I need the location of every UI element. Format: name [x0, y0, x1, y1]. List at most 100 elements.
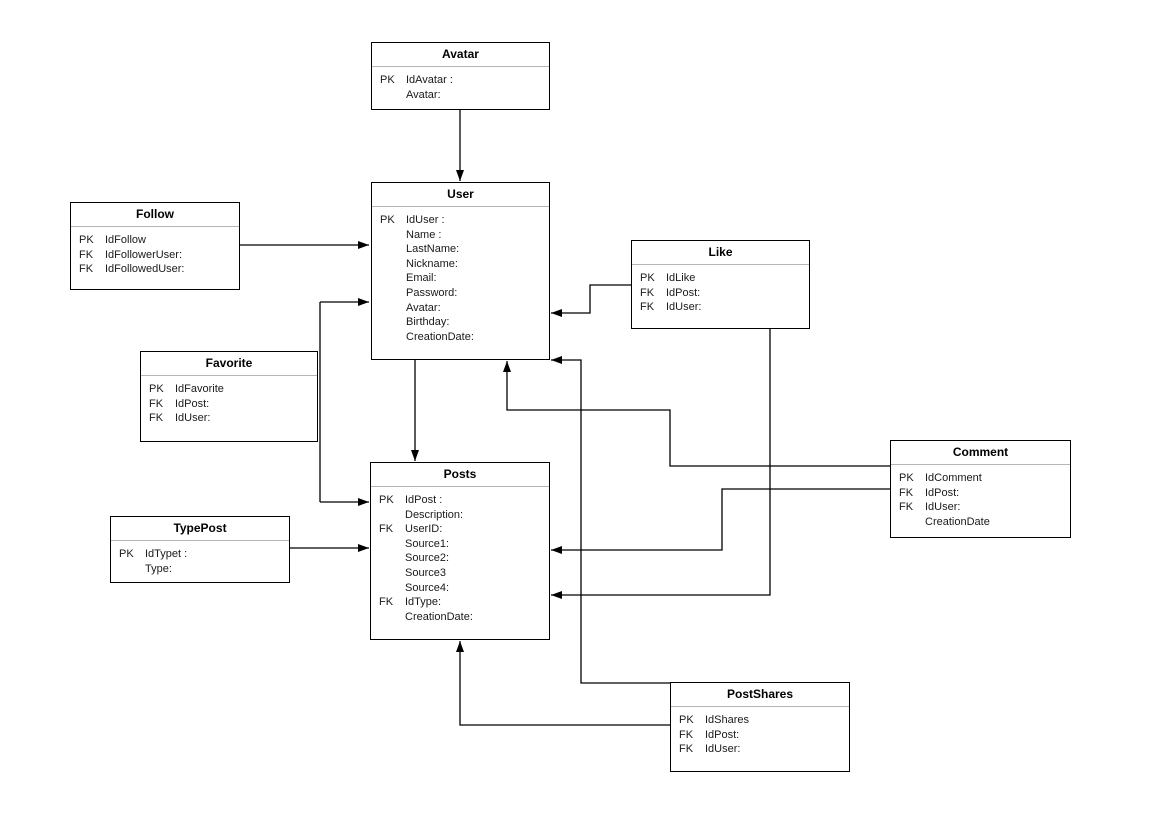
attribute-name: IdPost:	[705, 728, 740, 741]
attribute-row: CreationDate	[891, 515, 1070, 530]
attribute-key: PK	[679, 714, 694, 726]
connector-postshares-posts[interactable]	[456, 641, 670, 726]
attribute-name: IdPost:	[175, 397, 210, 410]
attribute-name: IdAvatar :	[406, 74, 453, 86]
connector-like-posts[interactable]	[551, 329, 771, 599]
connector-comment-user[interactable]	[503, 361, 890, 467]
attribute-row: Avatar:	[372, 301, 549, 316]
attribute-key	[371, 551, 405, 566]
attribute-key: FK	[640, 301, 655, 314]
attribute-key: PK	[149, 383, 164, 395]
attribute-key	[372, 242, 406, 257]
attribute-key	[371, 566, 405, 581]
attribute-row: Birthday:	[372, 315, 549, 330]
entity-like-title: Like	[632, 241, 809, 265]
attribute-row: FK UserID:	[371, 522, 549, 537]
attribute-key	[372, 330, 406, 345]
attribute-name: IdComment	[925, 472, 982, 484]
attribute-row: FK IdPost:	[632, 286, 809, 301]
attribute-row: Avatar:	[372, 88, 549, 103]
attribute-row: CreationDate:	[372, 330, 549, 345]
attribute-name: IdFollowerUser:	[105, 248, 183, 261]
attribute-key: FK	[149, 397, 164, 410]
entity-user-title: User	[372, 183, 549, 207]
attribute-row: FK IdPost:	[141, 397, 317, 412]
attribute-row: Nickname:	[372, 257, 549, 272]
entity-typepost-title: TypePost	[111, 517, 289, 541]
connector-postshares-user[interactable]	[551, 356, 670, 684]
attribute-key: FK	[379, 523, 394, 536]
attribute-row: FK IdPost:	[671, 728, 849, 743]
entity-posts-title: Posts	[371, 463, 549, 487]
attribute-key: FK	[640, 286, 655, 299]
attribute-row: FK IdType:	[371, 595, 549, 610]
attribute-name: Name :	[406, 228, 442, 241]
attribute-key: FK	[79, 248, 94, 261]
attribute-key: FK	[899, 486, 914, 499]
attribute-name: Source1:	[405, 537, 450, 550]
attribute-key	[372, 315, 406, 330]
attribute-key: PK	[79, 234, 94, 246]
attribute-key	[371, 508, 405, 523]
attribute-name: IdUser:	[666, 301, 702, 314]
attribute-key: FK	[149, 412, 164, 425]
attribute-key	[372, 88, 406, 103]
attribute-key	[891, 515, 925, 530]
attribute-row: FK IdUser:	[632, 300, 809, 315]
attribute-row: LastName:	[372, 242, 549, 257]
attribute-name: IdUser :	[406, 214, 445, 226]
attribute-name: IdUser:	[175, 412, 211, 425]
attribute-name: Type:	[145, 562, 172, 575]
connector-like-user[interactable]	[551, 284, 631, 317]
attribute-row: Source3	[371, 566, 549, 581]
attribute-name: UserID:	[405, 523, 443, 536]
attribute-key: FK	[899, 501, 914, 514]
entity-favorite-title: Favorite	[141, 352, 317, 376]
attribute-key	[372, 301, 406, 316]
attribute-key: FK	[679, 728, 694, 741]
connector-comment-posts[interactable]	[551, 488, 890, 554]
attribute-name: Source4:	[405, 581, 450, 594]
attribute-key	[371, 537, 405, 552]
attribute-row: Password:	[372, 286, 549, 301]
attribute-key	[371, 581, 405, 596]
attribute-name: CreationDate:	[406, 330, 474, 343]
attribute-name: CreationDate	[925, 515, 990, 528]
attribute-name: Source3	[405, 566, 446, 579]
attribute-row: FK IdUser:	[141, 411, 317, 426]
attribute-name: Avatar:	[406, 88, 441, 101]
attribute-name: IdPost:	[666, 286, 701, 299]
attribute-key	[372, 286, 406, 301]
attribute-name: Description:	[405, 508, 464, 521]
attribute-name: Password:	[406, 286, 458, 299]
entity-user[interactable]: User PK IdUser : Name : LastName: Nicknam…	[371, 182, 550, 360]
attribute-name: LastName:	[406, 243, 460, 256]
entity-postshares-title: PostShares	[671, 683, 849, 707]
attribute-key: FK	[379, 596, 394, 609]
attribute-key: PK	[119, 548, 134, 560]
attribute-name: IdType:	[405, 596, 442, 609]
attribute-name: Birthday:	[406, 316, 450, 329]
attribute-key: PK	[380, 214, 395, 226]
attribute-row: Source2:	[371, 551, 549, 566]
attribute-name: IdFollow	[105, 234, 146, 246]
attribute-key	[372, 257, 406, 272]
attribute-name: CreationDate:	[405, 610, 473, 623]
